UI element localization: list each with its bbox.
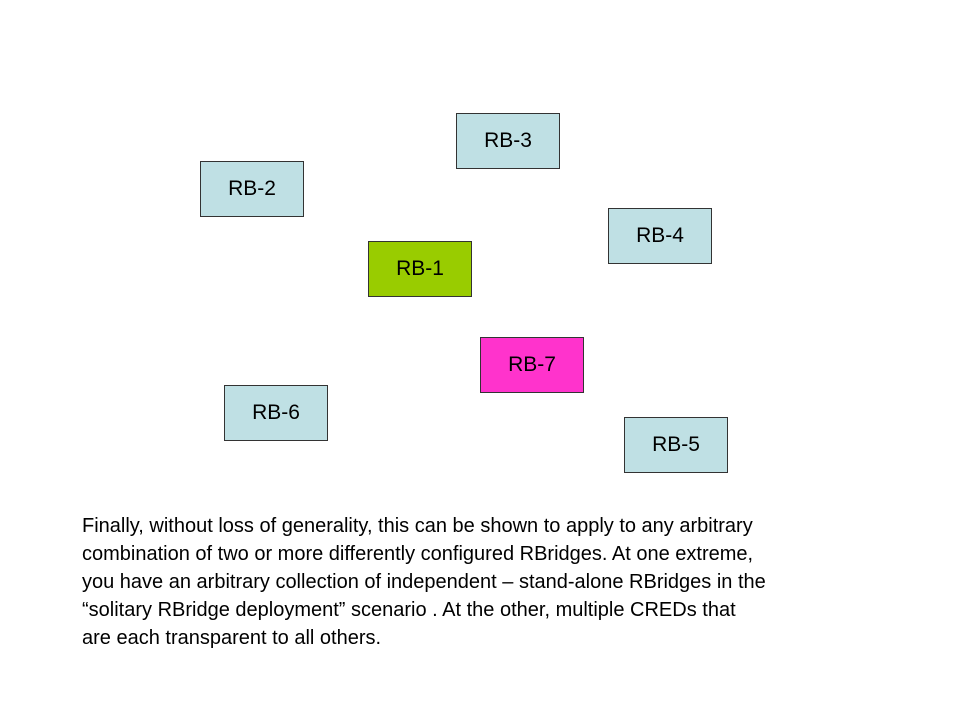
caption-text: Finally, without loss of generality, thi… <box>82 512 912 652</box>
rbridge-box-rb-5: RB-5 <box>624 417 728 473</box>
rbridge-box-rb-4: RB-4 <box>608 208 712 264</box>
rbridge-box-rb-1: RB-1 <box>368 241 472 297</box>
rbridge-box-rb-6: RB-6 <box>224 385 328 441</box>
caption-line: are each transparent to all others. <box>82 627 382 649</box>
rbridge-box-rb-3: RB-3 <box>456 113 560 169</box>
rbridge-box-rb-2: RB-2 <box>200 161 304 217</box>
rbridge-box-rb-7: RB-7 <box>480 337 584 393</box>
caption-line: Finally, without loss of generality, thi… <box>82 515 753 537</box>
caption-line: you have an arbitrary collection of inde… <box>82 571 766 593</box>
caption-line: “solitary RBridge deployment” scenario .… <box>82 599 736 621</box>
caption-line: combination of two or more differently c… <box>82 543 754 565</box>
